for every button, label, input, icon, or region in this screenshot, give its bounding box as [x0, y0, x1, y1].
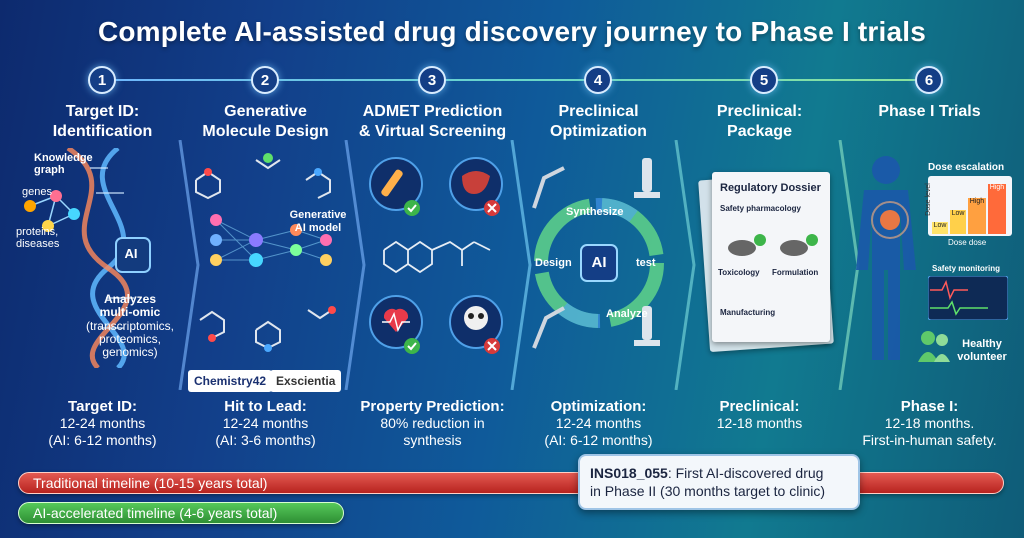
- dmta-cycle-illustration: [532, 158, 664, 349]
- dose-level-axis-label: Dose level: [924, 183, 932, 216]
- ai-chip-icon: AI: [591, 254, 607, 271]
- safety-monitoring-label: Safety monitoring: [932, 264, 1001, 273]
- step-3-title: ADMET Prediction& Virtual Screening: [358, 103, 507, 140]
- dose-bar-high: High: [968, 198, 986, 234]
- dmta-analyze-label: Analyze: [606, 308, 648, 320]
- dossier-toxicology: Toxicology: [718, 268, 760, 277]
- dose-bar-low2: Low: [950, 210, 966, 234]
- step-5-number: 5: [750, 66, 778, 94]
- heart-monitor-icon: [928, 276, 1008, 320]
- dose-escalation-chart: Dose level Low Low High High: [924, 176, 1012, 236]
- step-3-number: 3: [418, 66, 446, 94]
- step-connector-line: [100, 79, 930, 81]
- step-4-number: 4: [584, 66, 612, 94]
- callout-text: : First AI-discovered drug: [667, 465, 824, 481]
- dmta-synthesize-label: Synthesize: [566, 206, 624, 218]
- dmta-design-label: Design: [535, 257, 572, 269]
- ai-chip-icon: AI: [124, 246, 138, 261]
- callout-drug-name: INS018_055: [590, 465, 668, 481]
- ai-timeline-bar: AI-accelerated timeline (4-6 years total…: [18, 502, 344, 524]
- traditional-timeline-label: Traditional timeline (10-15 years total): [33, 475, 268, 491]
- neural-network-illustration: [195, 153, 336, 352]
- step-4-duration: Optimization:12-24 months(AI: 6-12 month…: [544, 398, 653, 448]
- admet-screening-illustration: [369, 157, 503, 354]
- human-body-icon: [856, 156, 916, 360]
- page-title: Complete AI-assisted drug discovery jour…: [97, 16, 927, 47]
- dossier-manufacturing: Manufacturing: [720, 308, 776, 317]
- callout-text-line2: in Phase II (30 months target to clinic): [590, 483, 825, 499]
- volunteer-icon: [918, 331, 950, 362]
- dossier-formulation: Formulation: [772, 268, 819, 277]
- step-6-title: Phase I Trials: [878, 103, 981, 120]
- step-5-duration: Preclinical:12-18 months: [716, 398, 803, 431]
- chemistry42-logo: Chemistry42: [188, 370, 273, 392]
- regulatory-dossier-document: Regulatory Dossier Safety pharmacology T…: [712, 172, 830, 342]
- dose-bar-high2: High: [988, 184, 1006, 234]
- ai-timeline-label: AI-accelerated timeline (4-6 years total…: [33, 505, 278, 521]
- step-6-number: 6: [915, 66, 943, 94]
- chevron-separator: [674, 139, 696, 391]
- exscientia-logo: Exscientia: [270, 370, 342, 392]
- step-6-duration: Phase I:12-18 months.First-in-human safe…: [862, 398, 997, 448]
- lab-rat-icon: [728, 234, 818, 256]
- panel1-omic-label: (transcriptomics,proteomics,genomics): [85, 319, 174, 359]
- panel1-genes-label: genes: [22, 186, 52, 198]
- chevron-separator: [510, 139, 532, 391]
- step-1-number: 1: [88, 66, 116, 94]
- dmta-test-label: test: [636, 257, 656, 269]
- step-1-duration: Target ID:12-24 months(AI: 6-12 months): [48, 398, 157, 448]
- step-1-title: Target ID:Identification: [52, 103, 153, 140]
- dossier-title: Regulatory Dossier: [720, 182, 821, 194]
- ins018-callout: INS018_055: First AI-discovered drug in …: [578, 454, 860, 510]
- step-5-title: Preclinical:Package: [716, 103, 803, 140]
- panel1-proteins-label: proteins,diseases: [16, 226, 60, 250]
- dose-bar-low: Low: [932, 222, 948, 234]
- step-2-number: 2: [251, 66, 279, 94]
- dose-escalation-label: Dose escalation: [928, 162, 1005, 173]
- dose-axis-label: Dose dose: [948, 238, 987, 247]
- dossier-safety: Safety pharmacology: [720, 204, 801, 213]
- step-2-duration: Hit to Lead:12-24 months(AI: 3-6 months): [215, 398, 316, 448]
- chevron-separator: [178, 139, 200, 391]
- dna-knowledge-graph-illustration: [24, 148, 151, 368]
- chevron-separator: [344, 139, 366, 391]
